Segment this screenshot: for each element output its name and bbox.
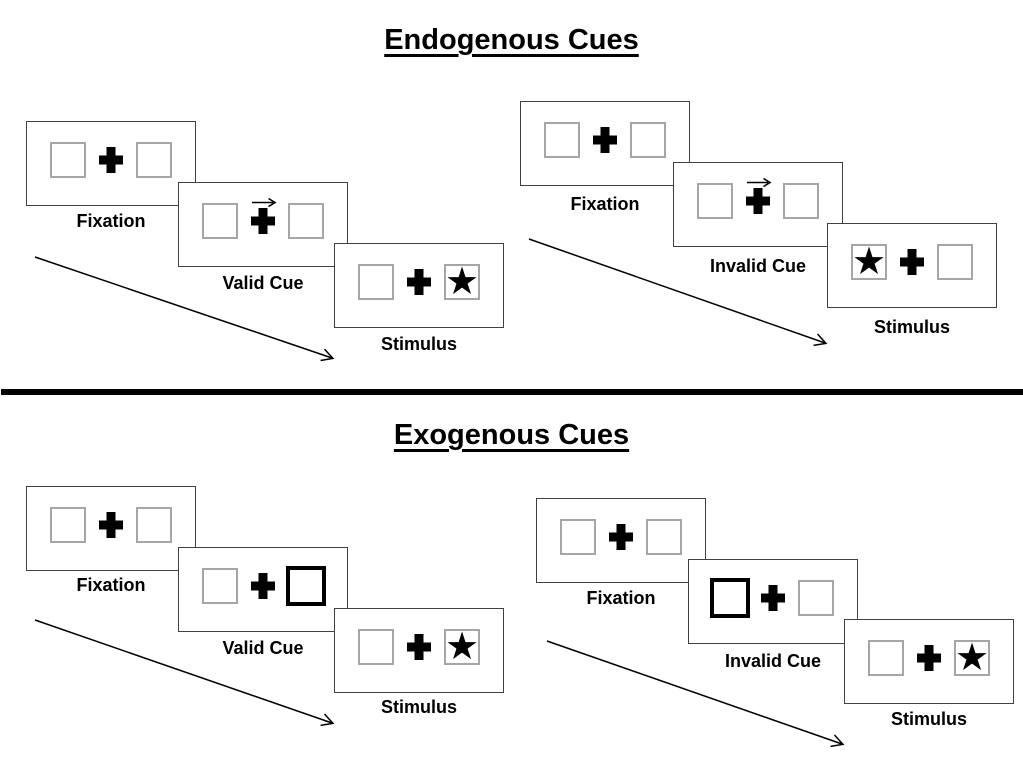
star-stimulus-icon: ★ bbox=[954, 634, 990, 679]
star-stimulus-icon: ★ bbox=[444, 258, 480, 303]
right-placeholder-box bbox=[136, 507, 172, 543]
fixation-cross-icon bbox=[917, 645, 941, 671]
step-label: Stimulus bbox=[890, 709, 967, 729]
endo-valid-stimulus-panel: ★ bbox=[334, 243, 504, 328]
right-placeholder-box bbox=[646, 519, 682, 555]
fixation-cross-icon bbox=[609, 524, 633, 550]
right-stimulus-box: ★ bbox=[444, 623, 480, 668]
right-placeholder-box bbox=[136, 142, 172, 178]
sequence-arrow bbox=[546, 640, 845, 748]
exo-invalid-cue-panel bbox=[688, 559, 858, 644]
left-placeholder-box bbox=[358, 264, 394, 300]
section-divider bbox=[1, 389, 1023, 395]
step-label: Stimulus bbox=[380, 697, 457, 717]
left-placeholder-box bbox=[202, 203, 238, 239]
exo-valid-stimulus-panel: ★ bbox=[334, 608, 504, 693]
right-placeholder-box bbox=[783, 183, 819, 219]
star-stimulus-icon: ★ bbox=[444, 623, 480, 668]
left-placeholder-box bbox=[544, 122, 580, 158]
left-placeholder-box bbox=[358, 629, 394, 665]
exo-invalid-stimulus-panel: ★ bbox=[844, 619, 1014, 704]
section-title-endogenous: Endogenous Cues bbox=[384, 24, 639, 56]
fixation-cross-icon bbox=[593, 127, 617, 153]
endo-valid-cue-panel bbox=[178, 182, 348, 267]
fixation-cross-icon bbox=[407, 634, 431, 660]
sequence-arrow bbox=[34, 619, 335, 727]
left-placeholder-box bbox=[560, 519, 596, 555]
endo-invalid-stimulus-panel: ★ bbox=[827, 223, 997, 308]
cue-highlight-box bbox=[710, 578, 750, 618]
step-label: Fixation bbox=[76, 211, 146, 231]
left-placeholder-box bbox=[50, 507, 86, 543]
endo-valid-fixation-panel bbox=[26, 121, 196, 206]
left-stimulus-box: ★ bbox=[851, 238, 887, 283]
step-label: Stimulus bbox=[380, 334, 457, 354]
exo-invalid-fixation-panel bbox=[536, 498, 706, 583]
step-label: Fixation bbox=[76, 575, 146, 595]
star-stimulus-icon: ★ bbox=[851, 238, 887, 283]
right-stimulus-box: ★ bbox=[954, 634, 990, 679]
step-label: Stimulus bbox=[873, 317, 950, 337]
step-label: Invalid Cue bbox=[709, 256, 807, 276]
step-label: Invalid Cue bbox=[724, 651, 822, 671]
step-label: Valid Cue bbox=[222, 273, 304, 293]
endo-invalid-fixation-panel bbox=[520, 101, 690, 186]
sequence-arrow bbox=[528, 238, 828, 347]
exo-valid-cue-panel bbox=[178, 547, 348, 632]
fixation-cross-icon bbox=[746, 188, 770, 214]
step-label: Valid Cue bbox=[222, 638, 304, 658]
right-arrow-cue-icon bbox=[747, 177, 772, 187]
step-label: Fixation bbox=[586, 588, 656, 608]
fixation-cross-icon bbox=[407, 269, 431, 295]
right-placeholder-box bbox=[288, 203, 324, 239]
right-stimulus-box: ★ bbox=[444, 258, 480, 303]
left-placeholder-box bbox=[202, 568, 238, 604]
right-placeholder-box bbox=[798, 580, 834, 616]
cue-highlight-box bbox=[286, 566, 326, 606]
fixation-cross-icon bbox=[900, 249, 924, 275]
left-placeholder-box bbox=[697, 183, 733, 219]
fixation-cross-icon bbox=[99, 147, 123, 173]
left-placeholder-box bbox=[868, 640, 904, 676]
fixation-cross-icon bbox=[251, 573, 275, 599]
step-label: Fixation bbox=[570, 194, 640, 214]
left-placeholder-box bbox=[50, 142, 86, 178]
sequence-arrow bbox=[34, 256, 335, 362]
fixation-cross-icon bbox=[99, 512, 123, 538]
fixation-cross-icon bbox=[251, 208, 275, 234]
fixation-cross-icon bbox=[761, 585, 785, 611]
right-arrow-cue-icon bbox=[252, 197, 277, 207]
right-placeholder-box bbox=[937, 244, 973, 280]
right-placeholder-box bbox=[630, 122, 666, 158]
section-title-exogenous: Exogenous Cues bbox=[393, 419, 630, 451]
endo-invalid-cue-panel bbox=[673, 162, 843, 247]
exo-valid-fixation-panel bbox=[26, 486, 196, 571]
